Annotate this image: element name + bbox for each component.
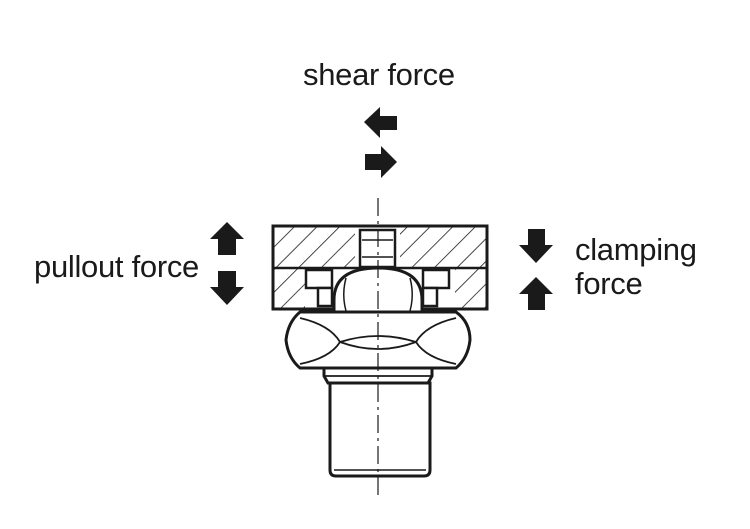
arrow-down-icon: [210, 271, 244, 305]
clamping-force-label-line1: clamping: [575, 232, 697, 267]
arrow-right-icon: [365, 146, 397, 178]
clamping-force-label-line2: force: [575, 266, 643, 301]
locating-pins: [304, 268, 451, 308]
arrow-down-icon: [519, 229, 553, 263]
shear-force-label: shear force: [303, 57, 455, 92]
arrow-left-icon: [364, 107, 397, 138]
shank: [328, 381, 432, 478]
arrow-up-icon: [519, 277, 553, 310]
clamping-force-label: clamping force: [575, 233, 697, 301]
pullout-force-label: pullout force: [34, 249, 199, 284]
arrow-up-icon: [210, 222, 244, 255]
